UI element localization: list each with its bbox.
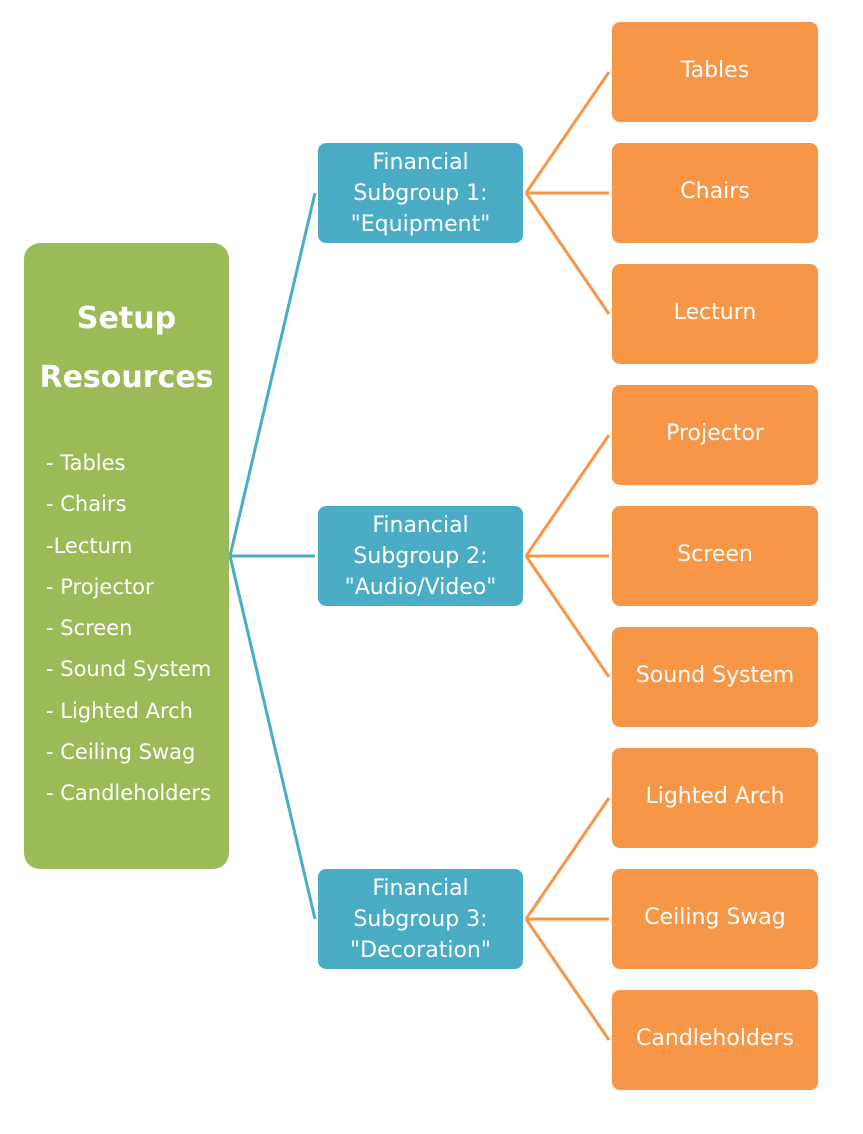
leaf-node-lecturn: Lecturn [612,264,818,364]
root-title-line-1: Setup [76,301,177,336]
subgroup-node-1: Financial Subgroup 1: "Equipment" [318,143,523,243]
subgroup-3-line-1: Financial [372,876,469,901]
leaf-node-chairs: Chairs [612,143,818,243]
leaf-node-ceiling-swag: Ceiling Swag [612,869,818,969]
root-list-item: - Projector [46,574,154,599]
root-resource-list: - Tables - Chairs -Lecturn - Projector -… [46,443,211,815]
connector-subgroup-3-candleholders [524,918,611,1041]
subgroup-2-line-1: Financial [372,513,469,538]
leaf-node-screen: Screen [612,506,818,606]
subgroup-2-line-3: "Audio/Video" [344,575,497,600]
subgroup-node-2: Financial Subgroup 2: "Audio/Video" [318,506,523,606]
subgroup-1-line-3: "Equipment" [350,212,491,237]
root-list-item: - Chairs [46,492,127,517]
root-list-item: - Tables [46,451,126,475]
subgroup-3-line-2: Subgroup 3: [353,907,488,932]
connector-root-subgroup-3 [228,555,317,920]
root-title: Setup Resources [24,289,229,407]
subgroup-3-line-3: "Decoration" [350,938,491,963]
root-list-item: - Ceiling Swag [46,740,196,765]
leaf-node-lighted-arch: Lighted Arch [612,748,818,848]
root-list-item: - Lighted Arch [46,698,193,723]
root-list-item: -Lecturn [46,533,133,558]
subgroup-1-line-1: Financial [372,150,469,175]
root-title-line-2: Resources [39,360,214,395]
root-list-item: - Screen [46,616,133,641]
subgroup-2-line-2: Subgroup 2: [353,544,488,569]
connector-subgroup-1-tables [524,71,611,194]
connector-subgroup-3-lighted-arch [524,797,611,920]
connector-subgroup-1-lecturn [524,192,611,315]
leaf-node-candleholders: Candleholders [612,990,818,1090]
leaf-node-projector: Projector [612,385,818,485]
leaf-node-tables: Tables [612,22,818,122]
connector-subgroup-2-projector [524,434,611,557]
root-node-setup-resources: Setup Resources - Tables - Chairs -Lectu… [24,243,229,869]
leaf-node-sound-system: Sound System [612,627,818,727]
root-list-item: - Candleholders [46,781,211,806]
root-list-item: - Sound System [46,657,212,682]
subgroup-1-line-2: Subgroup 1: [353,181,488,206]
subgroup-node-3: Financial Subgroup 3: "Decoration" [318,869,523,969]
connector-subgroup-2-sound-system [524,555,611,678]
connector-root-subgroup-1 [228,192,317,557]
